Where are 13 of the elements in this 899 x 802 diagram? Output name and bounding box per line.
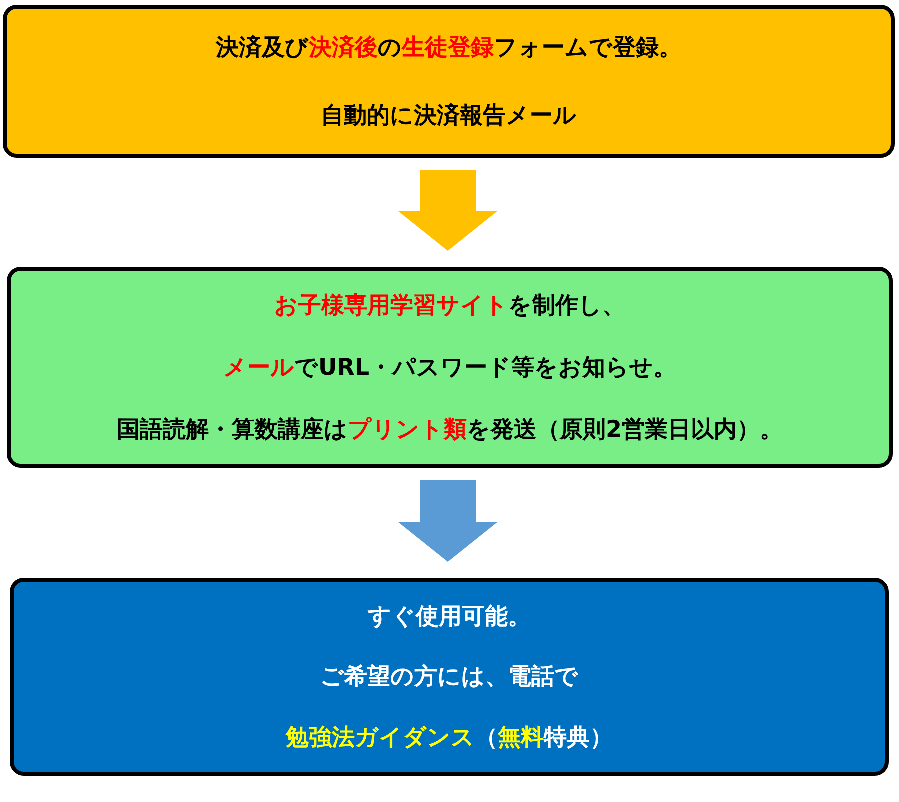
step-text: 決済及び決済後の生徒登録フォームで登録。 [216,34,682,63]
step-text: 勉強法ガイダンス（無料特典） [286,724,613,754]
step-text: 自動的に決済報告メール [321,102,577,132]
step-text: すぐ使用可能。 [368,602,531,632]
step-text: メールでURL・パスワード等をお知らせ。 [223,354,677,383]
process-box [10,578,889,776]
block-arrow [398,480,498,562]
step-text: 国語読解・算数講座はプリント類を発送（原則2営業日以内）。 [116,416,783,445]
step-text: お子様専用学習サイトを制作し、 [274,292,626,322]
process-box [3,5,895,158]
block-arrow [398,170,498,251]
process-box [7,267,893,468]
step-text: ご希望の方には、電話で [320,663,578,692]
